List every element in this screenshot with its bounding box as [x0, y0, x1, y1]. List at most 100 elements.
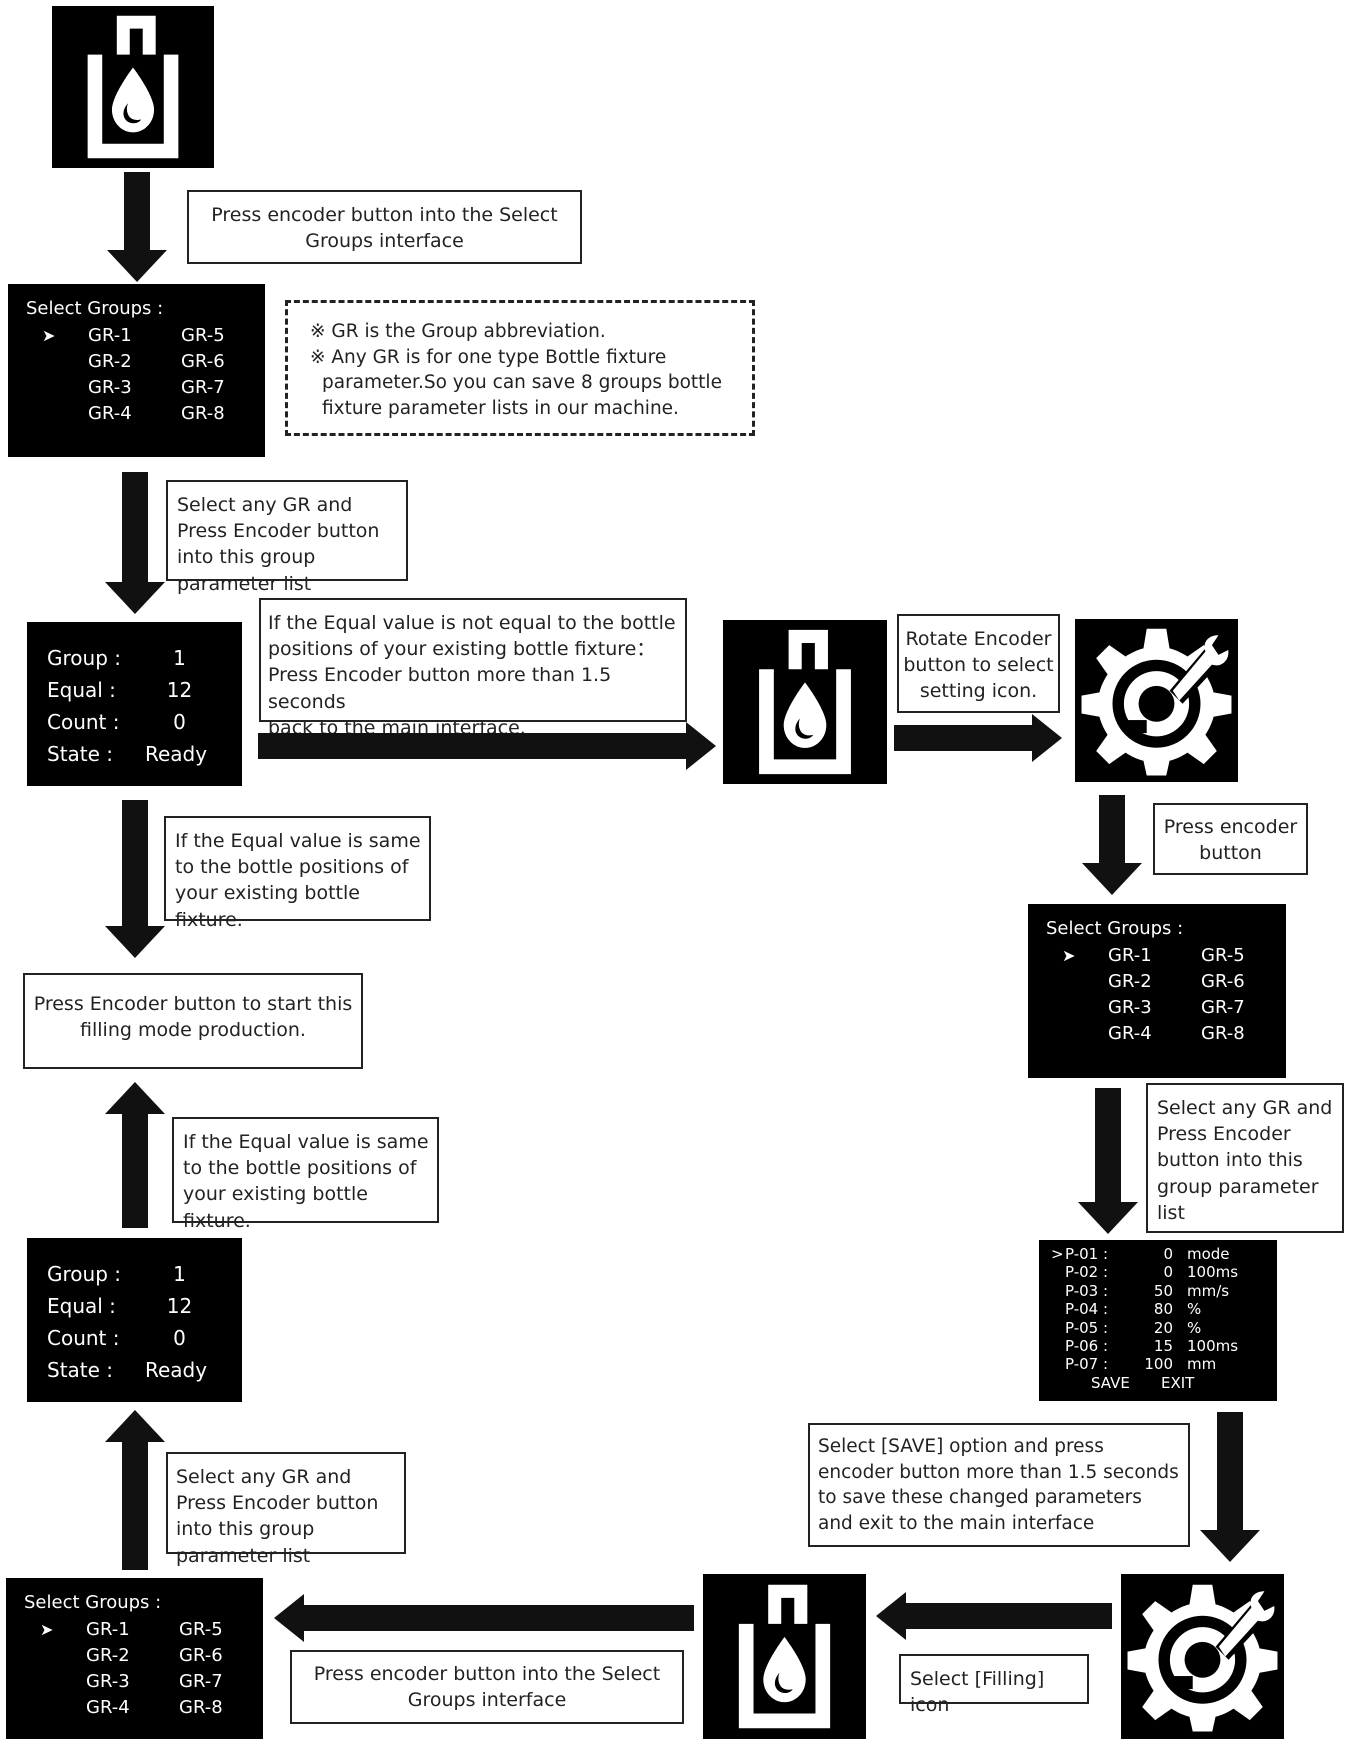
group-status-screen[interactable]: Group : 1 Equal : 12 Count : 0 State : Ready — [27, 622, 242, 786]
param-name[interactable]: P-05 : — [1065, 1318, 1109, 1337]
cursor-arrow-icon: ➤ — [1062, 946, 1076, 965]
instruction-note: Select [Filling] icon — [899, 1654, 1089, 1716]
param-value[interactable]: 15 — [1153, 1337, 1173, 1356]
save-option[interactable]: SAVE — [1091, 1373, 1130, 1392]
group-value: 1 — [173, 646, 186, 670]
cursor-icon: > — [1051, 1245, 1064, 1263]
param-name[interactable]: P-03 : — [1065, 1281, 1109, 1300]
equal-value: 12 — [166, 678, 193, 702]
filling-icon[interactable] — [723, 620, 887, 784]
count-label: Count : — [47, 1326, 120, 1350]
state-label: State : — [47, 1358, 114, 1382]
param-value[interactable]: 20 — [1153, 1318, 1173, 1337]
group-label: Group : — [47, 646, 121, 670]
param-value[interactable]: 0 — [1163, 1263, 1173, 1282]
param-unit: % — [1187, 1318, 1202, 1337]
instruction-note: Select any GR and Press Encoder button i… — [1146, 1083, 1344, 1233]
instruction-note: If the Equal value is not equal to the b… — [259, 598, 687, 739]
group-item[interactable]: GR-5 — [1201, 945, 1245, 966]
instruction-note: Press encoder button into the Select Gro… — [187, 190, 582, 264]
param-name[interactable]: P-06 : — [1065, 1337, 1109, 1356]
setting-gear-icon[interactable] — [1121, 1574, 1284, 1739]
arrow-right — [894, 714, 1062, 762]
group-item[interactable]: GR-3 — [1108, 997, 1152, 1018]
group-value: 1 — [173, 1262, 186, 1286]
filling-icon[interactable] — [703, 1574, 866, 1739]
instruction-note: If the Equal value is same to the bottle… — [172, 1117, 439, 1232]
group-item[interactable]: GR-4 — [86, 1697, 130, 1718]
arrow-up — [105, 1410, 165, 1570]
state-label: State : — [47, 742, 114, 766]
exit-option[interactable]: EXIT — [1161, 1373, 1195, 1392]
group-status-screen[interactable]: Group : 1 Equal : 12 Count : 0 State : Ready — [27, 1238, 242, 1402]
instruction-note: Select any GR and Press Encoder button i… — [166, 1452, 406, 1567]
instruction-note: Rotate Encoder button to select setting … — [897, 614, 1060, 713]
param-value[interactable]: 100 — [1144, 1355, 1173, 1374]
setting-gear-icon[interactable] — [1075, 619, 1238, 782]
info-note-dashed: ※ GR is the Group abbreviation. ※ Any GR… — [285, 300, 755, 436]
parameter-list-screen[interactable]: >P-01 : 0 mode P-02 : 0 100ms P-03 : 50 mm/s P… — [1039, 1240, 1277, 1401]
group-item[interactable]: GR-7 — [1201, 997, 1245, 1018]
arrow-down — [1082, 795, 1142, 895]
group-item[interactable]: GR-3 — [88, 377, 132, 398]
instruction-note: Press encoder button into the Select Gro… — [290, 1650, 684, 1724]
arrow-down — [105, 800, 165, 958]
param-value[interactable]: 80 — [1153, 1300, 1173, 1319]
group-item[interactable]: GR-4 — [1108, 1023, 1152, 1044]
param-unit: % — [1187, 1300, 1202, 1319]
group-item[interactable]: GR-6 — [1201, 971, 1245, 992]
equal-label: Equal : — [47, 678, 116, 702]
group-item[interactable]: GR-5 — [181, 325, 225, 346]
count-value: 0 — [173, 710, 186, 734]
group-item[interactable]: GR-2 — [1108, 971, 1152, 992]
count-value: 0 — [173, 1326, 186, 1350]
instruction-note: If the Equal value is same to the bottle… — [164, 816, 431, 931]
group-item[interactable]: GR-8 — [179, 1697, 223, 1718]
group-item[interactable]: GR-6 — [181, 351, 225, 372]
group-item[interactable]: GR-1 — [86, 1619, 130, 1640]
arrow-up — [105, 1082, 165, 1228]
arrow-left — [876, 1592, 1112, 1640]
arrow-right — [258, 722, 716, 770]
param-unit: mm/s — [1187, 1281, 1230, 1300]
group-item[interactable]: GR-7 — [181, 377, 225, 398]
group-item[interactable]: GR-4 — [88, 403, 132, 424]
state-value: Ready — [145, 1358, 208, 1382]
group-item[interactable]: GR-5 — [179, 1619, 223, 1640]
instruction-note: Press encoder button — [1153, 803, 1308, 875]
equal-label: Equal : — [47, 1294, 116, 1318]
arrow-left — [274, 1594, 694, 1642]
param-value[interactable]: 0 — [1163, 1245, 1173, 1263]
param-value[interactable]: 50 — [1153, 1281, 1173, 1300]
arrow-down — [1200, 1412, 1260, 1562]
arrow-down — [105, 472, 165, 614]
cursor-arrow-icon: ➤ — [40, 1620, 54, 1639]
param-name[interactable]: P-01 : — [1065, 1245, 1109, 1263]
state-value: Ready — [145, 742, 208, 766]
group-label: Group : — [47, 1262, 121, 1286]
param-name[interactable]: P-04 : — [1065, 1300, 1109, 1319]
arrow-down — [1078, 1088, 1138, 1234]
group-item[interactable]: GR-1 — [1108, 945, 1152, 966]
filling-icon[interactable] — [52, 6, 214, 168]
group-item[interactable]: GR-1 — [88, 325, 132, 346]
group-item[interactable]: GR-8 — [181, 403, 225, 424]
instruction-note: Press Encoder button to start this filli… — [23, 973, 363, 1069]
param-unit: mode — [1187, 1245, 1230, 1263]
group-item[interactable]: GR-7 — [179, 1671, 223, 1692]
group-item[interactable]: GR-2 — [88, 351, 132, 372]
count-label: Count : — [47, 710, 120, 734]
param-name[interactable]: P-07 : — [1065, 1355, 1109, 1374]
group-item[interactable]: GR-6 — [179, 1645, 223, 1666]
param-unit: 100ms — [1187, 1337, 1239, 1356]
equal-value: 12 — [166, 1294, 193, 1318]
screen-title: Select Groups : — [26, 298, 164, 319]
group-item[interactable]: GR-8 — [1201, 1023, 1245, 1044]
param-unit: mm — [1187, 1355, 1217, 1374]
group-item[interactable]: GR-3 — [86, 1671, 130, 1692]
param-name[interactable]: P-02 : — [1065, 1263, 1109, 1282]
group-item[interactable]: GR-2 — [86, 1645, 130, 1666]
